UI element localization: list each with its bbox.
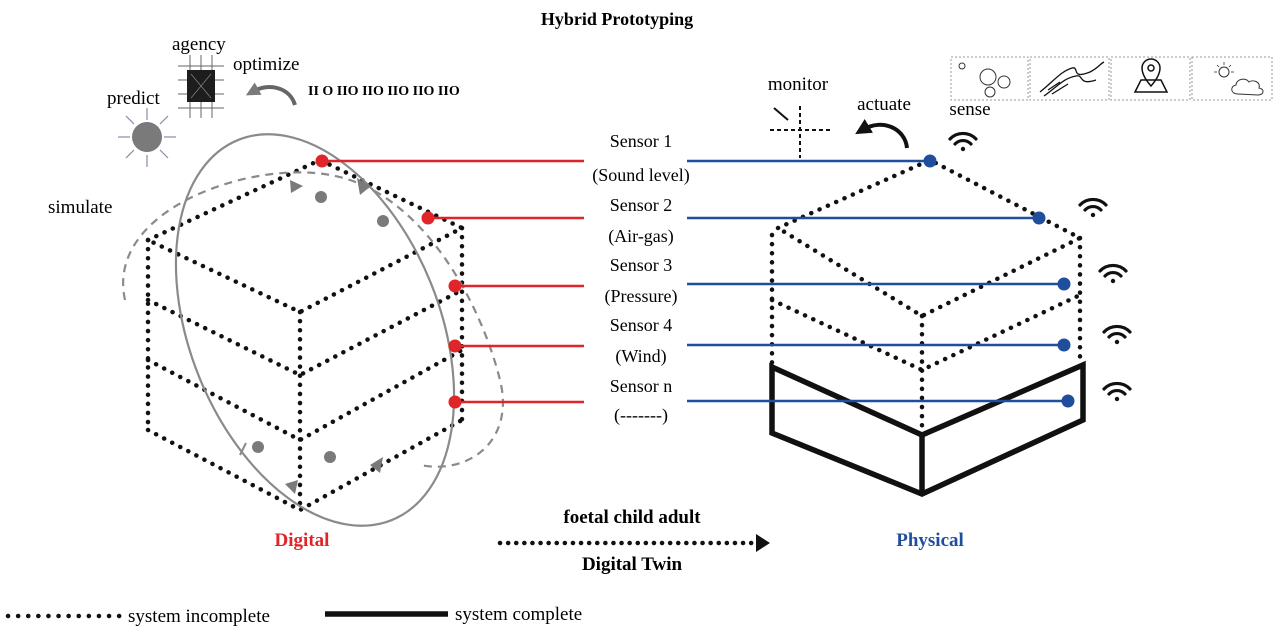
sensor-1-measure: (Sound level)	[592, 165, 689, 186]
wind-icon	[1039, 61, 1105, 97]
predict-optimize-cycle	[174, 133, 456, 527]
digital-sensor-links	[322, 159, 584, 404]
environment-icon-strip	[950, 56, 1273, 101]
weather-panel	[1191, 56, 1273, 101]
wind-panel	[1029, 56, 1110, 101]
cycle-tick	[239, 442, 247, 456]
predict-label: predict	[107, 88, 160, 109]
simulate-cycle-arrow	[122, 171, 505, 468]
timeline-arrowhead	[756, 534, 770, 552]
simulate-arrowhead-bottom	[370, 457, 383, 473]
digital-cube-wireframe	[142, 157, 468, 513]
circular-arrow-icon	[245, 82, 297, 106]
physical-label: Physical	[896, 530, 964, 551]
crosshair-icon	[770, 106, 830, 158]
cycle-arrowhead-top	[357, 178, 371, 195]
sense-label: sense	[949, 99, 990, 120]
location-panel	[1110, 56, 1191, 101]
wifi-icon	[948, 131, 1132, 402]
sensor-list: Sensor 1 (Sound level) Sensor 2 (Air-gas…	[592, 131, 689, 426]
sensor-3-measure: (Pressure)	[605, 286, 678, 307]
physical-sensor-links	[687, 159, 1068, 403]
legend: system incomplete system complete	[5, 604, 582, 627]
sensor-2-measure: (Air-gas)	[608, 226, 674, 247]
legend-incomplete-label: system incomplete	[128, 606, 270, 627]
physical-sensor-dots	[923, 154, 1075, 408]
sensor-3-name: Sensor 3	[610, 255, 673, 275]
digital-twin-label: Digital Twin	[582, 554, 683, 575]
sensor-4-measure: (Wind)	[615, 346, 666, 367]
legend-complete-label: system complete	[455, 604, 582, 625]
binary-stream: II O IIO IIO IIO IIO IIO	[308, 84, 460, 99]
physical-cube-built	[769, 360, 1086, 497]
actuate-arrow-icon	[855, 119, 909, 149]
sensor-2-name: Sensor 2	[610, 195, 673, 215]
map-pin-icon	[1133, 58, 1169, 93]
physical-cube-wireframe	[769, 157, 1085, 435]
optimize-label: optimize	[233, 54, 299, 75]
digital-sensor-dots	[315, 154, 462, 409]
sensor-n-measure: (-------)	[614, 405, 668, 426]
sensor-4-name: Sensor 4	[610, 315, 673, 335]
simulate-arrowhead-top	[290, 180, 303, 193]
digital-label: Digital	[275, 530, 330, 551]
sensor-n-name: Sensor n	[610, 376, 673, 396]
agency-label: agency	[172, 34, 226, 55]
sensor-1-name: Sensor 1	[610, 131, 673, 151]
chip-icon	[178, 55, 224, 118]
monitor-label: monitor	[768, 74, 829, 95]
weather-icon	[1214, 62, 1264, 96]
simulate-label: simulate	[48, 197, 112, 218]
actuate-label: actuate	[857, 94, 911, 115]
timeline-stages: foetal child adult	[563, 507, 701, 528]
sun-icon	[118, 108, 176, 167]
digital-state-dots	[252, 191, 389, 463]
cycle-arrowhead-bottom	[285, 480, 298, 494]
diagram-title: Hybrid Prototyping	[541, 9, 693, 29]
bubbles-icon	[958, 62, 1011, 98]
